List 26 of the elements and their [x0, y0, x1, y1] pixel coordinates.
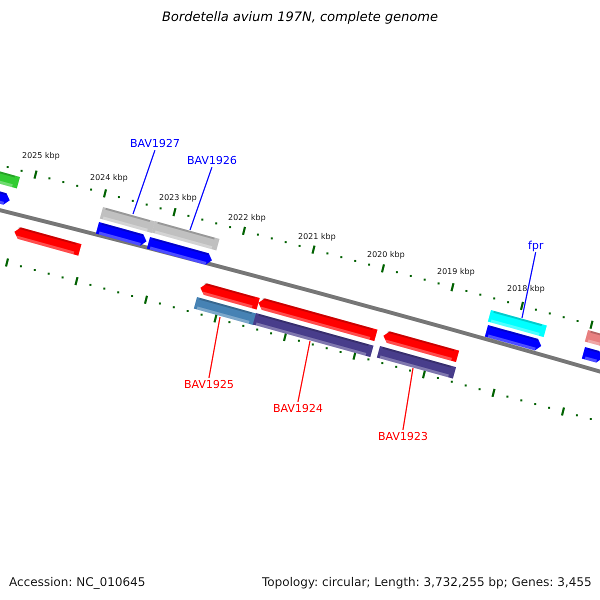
leader-line: [132, 150, 156, 214]
scale-label: 2024 kbp: [90, 173, 128, 183]
gene-block: [488, 310, 547, 338]
scale-label: 2021 kbp: [298, 232, 336, 242]
leader-line: [297, 340, 311, 402]
gene-block: [376, 346, 456, 379]
gene-label: BAV1923: [378, 430, 428, 444]
leader-line: [189, 167, 213, 230]
gene-label: BAV1926: [187, 154, 237, 168]
gene-block: [100, 207, 156, 233]
leader-line: [208, 316, 221, 378]
gene-label: fpr: [528, 239, 544, 252]
gene-label: BAV1925: [184, 378, 234, 392]
gene-label: BAV1924: [273, 402, 323, 416]
title: Bordetella avium 197N, complete genome: [161, 10, 439, 26]
scale-label: 2020 kbp: [367, 250, 405, 260]
gene-block: [252, 313, 374, 358]
genome-summary-text: Topology: circular; Length: 3,732,255 bp; Genes: 3,455: [262, 575, 592, 590]
leader-line: [402, 368, 414, 430]
scale-label: 2019 kbp: [437, 267, 475, 277]
leader-line: [521, 252, 536, 318]
gene-block: [194, 297, 257, 326]
accession-text: Accession: NC_010645: [9, 575, 146, 590]
scale-label: 2025 kbp: [22, 151, 60, 161]
gene-label: BAV1927: [130, 137, 180, 150]
gene-block: [152, 221, 220, 250]
